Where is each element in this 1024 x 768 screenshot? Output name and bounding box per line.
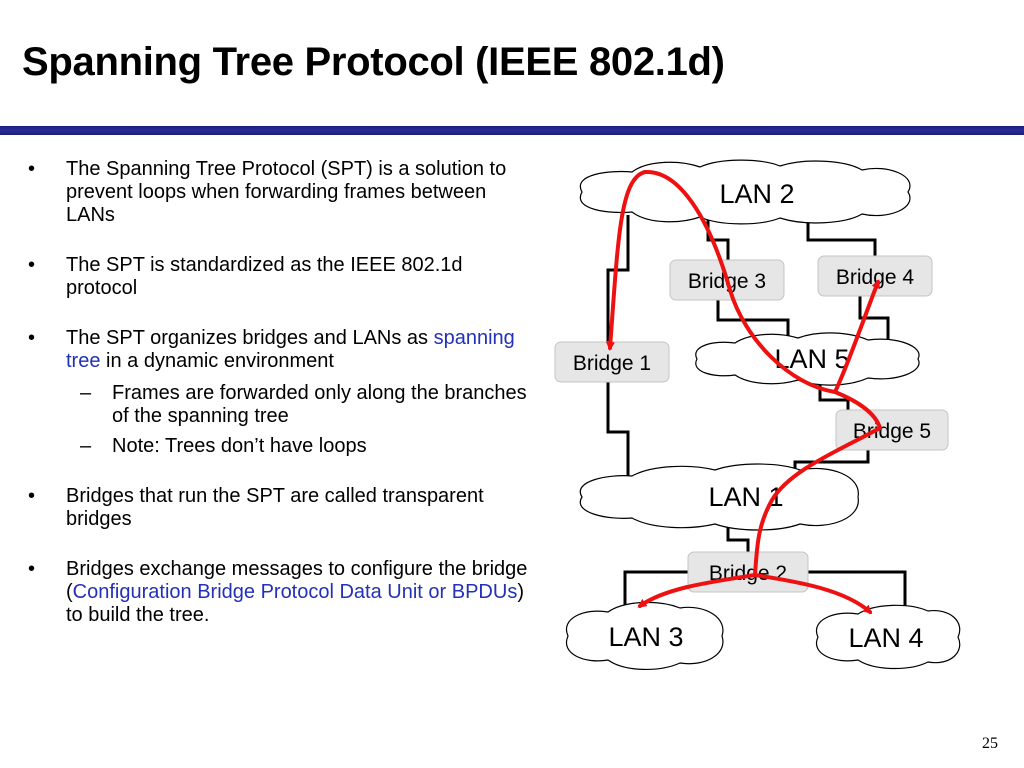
- path-root-to-lan5: [643, 169, 837, 394]
- sub-bullet-marker: –: [80, 435, 92, 457]
- sub-bullet-item: – Note: Trees don’t have loops: [28, 435, 528, 458]
- sub-bullet-item: – Frames are forwarded only along the br…: [28, 382, 528, 428]
- title-divider: [0, 126, 1024, 135]
- sub-bullet-text: Frames are forwarded only along the bran…: [112, 382, 527, 427]
- link-bridge3-lan5: [716, 298, 790, 345]
- lan4-label: LAN 4: [848, 623, 923, 653]
- path-bridge2-to-lan3: [637, 573, 757, 608]
- bullet-text: in a dynamic environment: [100, 350, 334, 372]
- link-bridge2-lan3: [623, 570, 695, 615]
- path-root-to-bridge1: [605, 170, 647, 351]
- link-bridge4-lan5: [858, 296, 890, 344]
- spanning-tree-link: spanning tree: [66, 327, 515, 372]
- link-lan2-bridge4: [806, 217, 877, 258]
- bullet-marker: •: [28, 485, 36, 507]
- bridge1-label: Bridge 1: [573, 352, 651, 375]
- path-bridge5-to-bridge2: [753, 426, 882, 577]
- diagram-labels: LAN 2 LAN 5 LAN 1 LAN 3 LAN 4 Bridge 3 B…: [573, 179, 931, 653]
- bridge4-box: [817, 255, 933, 297]
- lan1-label: LAN 1: [708, 482, 783, 512]
- spanning-tree-path: [605, 169, 882, 614]
- link-lan1-bridge2: [726, 522, 750, 552]
- bullet-text: The Spanning Tree Protocol (SPT) is a so…: [66, 158, 507, 226]
- lan4-cloud: [815, 604, 961, 670]
- bullet-text: Bridges exchange messages to configure t…: [66, 558, 528, 603]
- bridge4-label: Bridge 4: [836, 266, 915, 289]
- lan2-label: LAN 2: [719, 179, 794, 209]
- sub-bullet-text: Note: Trees don’t have loops: [112, 435, 367, 457]
- bullet-item: • The Spanning Tree Protocol (SPT) is a …: [28, 158, 528, 227]
- bullet-text: ) to build the tree.: [66, 581, 524, 626]
- bpdu-link: Configuration Bridge Protocol Data Unit …: [72, 581, 518, 603]
- page-title: Spanning Tree Protocol (IEEE 802.1d): [22, 40, 725, 84]
- bullet-item: • Bridges exchange messages to configure…: [28, 558, 528, 627]
- bridge5-box: [835, 409, 949, 451]
- link-bridge1-lan1: [606, 382, 630, 484]
- lan3-cloud: [565, 601, 724, 671]
- bullet-marker: •: [28, 558, 36, 580]
- bullet-item: • The SPT organizes bridges and LANs as …: [28, 327, 528, 373]
- bullet-marker: •: [28, 254, 36, 276]
- bridge5-label: Bridge 5: [853, 420, 931, 443]
- bullet-text: The SPT is standardized as the IEEE 802.…: [66, 254, 463, 299]
- bullet-text: Bridges that run the SPT are called tran…: [66, 485, 484, 530]
- link-lan5-bridge5: [818, 383, 850, 412]
- bullet-marker: •: [28, 158, 36, 180]
- path-bridge2-to-lan4: [753, 573, 873, 614]
- bullet-list: • The Spanning Tree Protocol (SPT) is a …: [28, 158, 528, 654]
- path-lan5-to-bridge5: [833, 390, 882, 430]
- link-lan2-bridge1: [606, 215, 630, 345]
- bullet-text: The SPT organizes bridges and LANs as: [66, 327, 434, 349]
- path-lan5-to-bridge4: [833, 279, 880, 394]
- bullet-item: • Bridges that run the SPT are called tr…: [28, 485, 528, 531]
- page-number: 25: [982, 735, 998, 752]
- bullet-item: • The SPT is standardized as the IEEE 80…: [28, 254, 528, 300]
- lan3-label: LAN 3: [608, 622, 683, 652]
- sub-bullet-list: – Frames are forwarded only along the br…: [28, 382, 528, 458]
- sub-bullet-marker: –: [80, 382, 92, 404]
- link-bridge2-lan4: [808, 570, 907, 615]
- bullet-marker: •: [28, 327, 36, 349]
- lan5-cloud: [695, 332, 920, 386]
- network-links: [606, 215, 907, 615]
